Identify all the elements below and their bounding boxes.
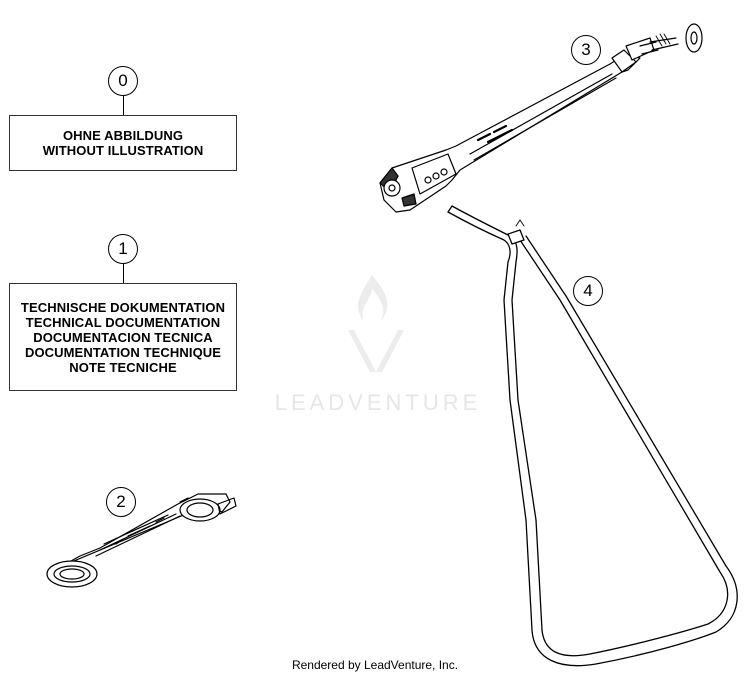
box1-line: NOTE TECNICHE: [69, 359, 177, 375]
callout-4: 4: [573, 276, 603, 306]
callout-3: 3: [571, 35, 601, 65]
box1-line: TECHNICAL DOCUMENTATION: [25, 314, 221, 330]
box1-line: DOCUMENTACION TECNICA: [33, 329, 213, 345]
part-2-wrench: [46, 493, 237, 588]
text-box-without-illustration: OHNE ABBILDUNG WITHOUT ILLUSTRATION: [9, 115, 237, 171]
box0-line: WITHOUT ILLUSTRATION: [42, 143, 204, 158]
callout-2: 2: [106, 487, 136, 517]
callout-1: 1: [108, 234, 138, 264]
part-3-tool: [379, 23, 703, 213]
footer-credit: Rendered by LeadVenture, Inc.: [291, 658, 459, 672]
box1-line: DOCUMENTATION TECHNIQUE: [24, 344, 222, 360]
box0-line: OHNE ABBILDUNG: [62, 128, 184, 143]
box1-line: TECHNISCHE DOKUMENTATION: [20, 299, 226, 315]
watermark-text: LEADVENTURE: [274, 390, 482, 415]
callout-0: 0: [108, 66, 138, 96]
leader-line-1: [123, 264, 124, 284]
leader-line-0: [123, 96, 124, 116]
text-box-technical-documentation: TECHNISCHE DOKUMENTATION TECHNICAL DOCUM…: [9, 283, 237, 391]
part-4-side-stand: [447, 205, 738, 667]
